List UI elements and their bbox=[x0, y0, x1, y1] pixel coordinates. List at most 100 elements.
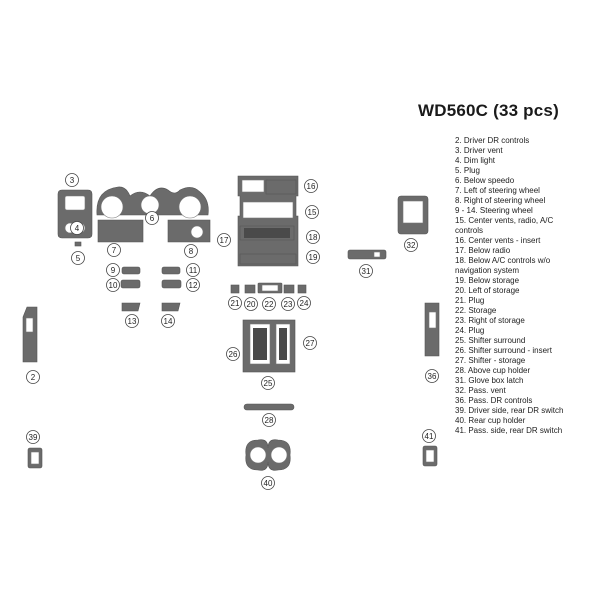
callout-number: 16 bbox=[307, 182, 316, 191]
callout-3: 3 bbox=[65, 173, 79, 187]
callout-number: 25 bbox=[264, 379, 273, 388]
part-left-of-storage bbox=[244, 284, 256, 294]
legend-item: 31. Glove box latch bbox=[455, 376, 524, 385]
callout-circle bbox=[281, 297, 295, 311]
callout-circle bbox=[425, 369, 439, 383]
legend-item: 3. Driver vent bbox=[455, 146, 503, 155]
callout-23: 23 bbox=[281, 297, 295, 311]
callout-number: 41 bbox=[425, 432, 434, 441]
part-shifter-storage bbox=[279, 328, 287, 360]
part-below-ac-controls bbox=[244, 228, 290, 238]
part-glove-box-latch bbox=[347, 249, 387, 260]
legend-item: 8. Right of steering wheel bbox=[455, 196, 546, 205]
callout-number: 6 bbox=[150, 214, 155, 223]
callout-circle bbox=[304, 179, 318, 193]
callout-circle bbox=[297, 296, 311, 310]
legend-item: 27. Shifter - storage bbox=[455, 356, 526, 365]
callout-7: 7 bbox=[107, 243, 121, 257]
part-steering-11 bbox=[161, 266, 181, 275]
callout-circle bbox=[71, 251, 85, 265]
legend-item: 20. Left of storage bbox=[455, 286, 520, 295]
part-driver-dr-controls bbox=[22, 306, 38, 363]
callout-circle bbox=[261, 476, 275, 490]
callout-circle bbox=[306, 250, 320, 264]
callout-number: 14 bbox=[164, 317, 173, 326]
part-plug-5 bbox=[74, 241, 82, 247]
callout-circle bbox=[305, 205, 319, 219]
legend-item: 7. Left of steering wheel bbox=[455, 186, 540, 195]
part-below-storage bbox=[239, 253, 297, 265]
callout-11: 11 bbox=[186, 263, 200, 277]
legend-item: controls bbox=[455, 226, 484, 235]
part-steering-14 bbox=[161, 302, 181, 312]
part-right-of-steering-wheel bbox=[167, 219, 211, 243]
legend-item: 24. Plug bbox=[455, 326, 485, 335]
callout-number: 3 bbox=[70, 176, 75, 185]
callout-32: 32 bbox=[404, 238, 418, 252]
callout-14: 14 bbox=[161, 314, 175, 328]
part-driver-rear-dr-switch bbox=[27, 447, 43, 469]
callout-circle bbox=[106, 263, 120, 277]
callout-number: 9 bbox=[111, 266, 116, 275]
legend-item: navigation system bbox=[455, 266, 520, 275]
callout-circle bbox=[26, 370, 40, 384]
callout-number: 28 bbox=[265, 416, 274, 425]
callout-13: 13 bbox=[125, 314, 139, 328]
callout-circle bbox=[262, 297, 276, 311]
part-steering-13 bbox=[121, 302, 141, 312]
part-shifter-surround-insert bbox=[253, 328, 267, 360]
callout-number: 23 bbox=[284, 300, 293, 309]
callout-number: 7 bbox=[112, 246, 117, 255]
part-plug-21 bbox=[230, 284, 240, 294]
callout-21: 21 bbox=[228, 296, 242, 310]
callout-number: 8 bbox=[189, 247, 194, 256]
callout-25: 25 bbox=[261, 376, 275, 390]
callout-circle bbox=[107, 243, 121, 257]
legend-item: 15. Center vents, radio, A/C bbox=[455, 216, 554, 225]
legend-item: 22. Storage bbox=[455, 306, 497, 315]
callout-circle bbox=[217, 233, 231, 247]
callout-39: 39 bbox=[26, 430, 40, 444]
part-center-vents-insert bbox=[265, 179, 297, 195]
callout-number: 15 bbox=[308, 208, 317, 217]
callout-10: 10 bbox=[106, 278, 120, 292]
callout-number: 36 bbox=[428, 372, 437, 381]
legend-item: 25. Shifter surround bbox=[455, 336, 526, 345]
callout-circle bbox=[359, 264, 373, 278]
legend-item: 36. Pass. DR controls bbox=[455, 396, 533, 405]
legend-item: 19. Below storage bbox=[455, 276, 520, 285]
callout-15: 15 bbox=[305, 205, 319, 219]
callout-number: 24 bbox=[300, 299, 309, 308]
callout-number: 20 bbox=[247, 300, 256, 309]
callout-number: 27 bbox=[306, 339, 315, 348]
callout-20: 20 bbox=[244, 297, 258, 311]
part-pass-rear-dr-switch bbox=[422, 445, 438, 467]
callout-40: 40 bbox=[261, 476, 275, 490]
callout-circle bbox=[244, 297, 258, 311]
part-storage bbox=[257, 282, 283, 294]
callout-number: 31 bbox=[362, 267, 371, 276]
callout-17: 17 bbox=[217, 233, 231, 247]
part-shifter-surround bbox=[242, 319, 296, 373]
legend-item: 40. Rear cup holder bbox=[455, 416, 526, 425]
legend-item: 21. Plug bbox=[455, 296, 485, 305]
callout-circle bbox=[226, 347, 240, 361]
callout-circle bbox=[261, 376, 275, 390]
legend-item: 26. Shifter surround - insert bbox=[455, 346, 552, 355]
callout-4: 4 bbox=[70, 221, 84, 235]
callout-circle bbox=[306, 230, 320, 244]
callout-19: 19 bbox=[306, 250, 320, 264]
callout-9: 9 bbox=[106, 263, 120, 277]
part-center-vents-radio bbox=[237, 175, 299, 267]
callout-27: 27 bbox=[303, 336, 317, 350]
callout-circle bbox=[303, 336, 317, 350]
callout-number: 22 bbox=[265, 300, 274, 309]
callout-circle bbox=[186, 278, 200, 292]
legend-item: 41. Pass. side, rear DR switch bbox=[455, 426, 563, 435]
callout-circle bbox=[262, 413, 276, 427]
legend-item: 16. Center vents - insert bbox=[455, 236, 541, 245]
legend-item: 17. Below radio bbox=[455, 246, 511, 255]
